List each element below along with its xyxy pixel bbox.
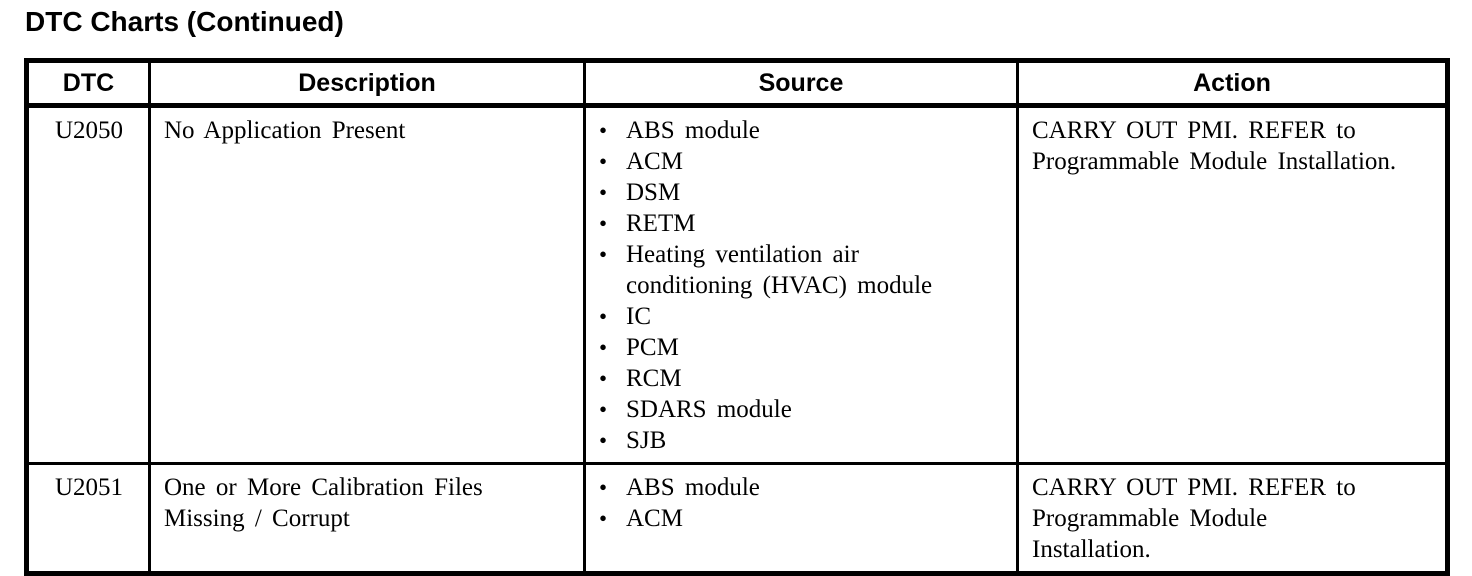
source-list-item: • IC (599, 301, 1004, 332)
dtc-code-cell: U2050 (25, 104, 151, 465)
source-item-line: ABS module (626, 474, 760, 501)
table-row-u2051: U2051 One or More Calibration Files Miss… (25, 462, 1449, 575)
source-list-item: • PCM (599, 332, 1004, 363)
source-item-label: ACM (626, 146, 1004, 177)
source-item-label: RETM (626, 208, 1004, 239)
source-item-label: IC (626, 301, 1004, 332)
dtc-code-cell: U2051 (25, 462, 151, 575)
source-item-line: RCM (626, 365, 682, 392)
source-cell: • ABS module • ACM • DSM (583, 104, 1019, 465)
column-header-action: Action (1016, 59, 1449, 108)
bullet-icon: • (599, 397, 608, 422)
bullet-icon: • (599, 211, 608, 236)
source-item-line: ACM (626, 148, 683, 175)
source-list-item: • ABS module (599, 472, 1004, 503)
source-item-line: ABS module (626, 117, 760, 144)
source-item-label: DSM (626, 177, 1004, 208)
source-item-line: IC (626, 303, 651, 330)
dtc-code: U2050 (54, 117, 124, 144)
source-list-item: • SJB (599, 425, 1004, 456)
bullet-icon: • (599, 118, 608, 143)
action-cell: CARRY OUT PMI. REFER to Programmable Mod… (1016, 462, 1449, 575)
source-item-label: Heating ventilation air conditioning (HV… (626, 239, 1004, 301)
source-item-label: ABS module (626, 472, 1004, 503)
bullet-icon: • (599, 428, 608, 453)
source-item-label: ACM (626, 503, 1004, 534)
source-list-item: • ABS module (599, 115, 1004, 146)
action-line: CARRY OUT PMI. REFER to (1032, 117, 1356, 144)
source-item-line: RETM (626, 210, 696, 237)
bullet-icon: • (599, 335, 608, 360)
description-text: No Application Present (164, 117, 406, 144)
bullet-icon: • (599, 149, 608, 174)
dtc-code: U2051 (54, 474, 124, 501)
description-cell: No Application Present (148, 104, 586, 465)
column-header-source: Source (583, 59, 1019, 108)
bullet-icon: • (599, 304, 608, 329)
source-item-label: SJB (626, 425, 1004, 456)
source-item-label: SDARS module (626, 394, 1004, 425)
source-list-item: • Heating ventilation air conditioning (… (599, 239, 1004, 301)
description-text: One or More Calibration Files (164, 474, 483, 501)
column-header-dtc: DTC (25, 59, 151, 108)
source-item-label: RCM (626, 363, 1004, 394)
page-title: DTC Charts (Continued) (25, 6, 344, 37)
source-item-line: PCM (626, 334, 679, 361)
header-row: DTC Description Source Action (25, 59, 1449, 108)
source-list-item: • SDARS module (599, 394, 1004, 425)
source-list-item: • ACM (599, 503, 1004, 534)
bullet-icon: • (599, 475, 608, 500)
description-cell: One or More Calibration Files Missing / … (148, 462, 586, 575)
source-item-line: SDARS module (626, 396, 792, 423)
source-cell: • ABS module • ACM (583, 462, 1019, 575)
source-list-item: • RETM (599, 208, 1004, 239)
bullet-icon: • (599, 506, 608, 531)
source-list-item: • ACM (599, 146, 1004, 177)
bullet-icon: • (599, 366, 608, 391)
source-item-line: conditioning (HVAC) module (626, 272, 933, 299)
source-item-line: ACM (626, 505, 683, 532)
column-header-description: Description (148, 59, 586, 108)
source-item-label: ABS module (626, 115, 1004, 146)
source-item-label: PCM (626, 332, 1004, 363)
bullet-icon: • (599, 180, 608, 205)
table-row-u2050: U2050 No Application Present • ABS modul… (25, 104, 1449, 465)
action-cell: CARRY OUT PMI. REFER to Programmable Mod… (1016, 104, 1449, 465)
source-list-item: • RCM (599, 363, 1004, 394)
action-line: Programmable Module Installation. (1032, 148, 1397, 175)
source-item-line: DSM (626, 179, 681, 206)
action-line: Programmable Module (1032, 505, 1268, 532)
action-line: Installation. (1032, 536, 1151, 563)
source-item-line: SJB (626, 427, 667, 454)
description-text: Missing / Corrupt (164, 505, 350, 532)
action-line: CARRY OUT PMI. REFER to (1032, 474, 1356, 501)
bullet-icon: • (599, 242, 608, 267)
dtc-table: DTC Description Source Action U2050 No A… (24, 58, 1450, 576)
source-list-item: • DSM (599, 177, 1004, 208)
source-item-line: Heating ventilation air (626, 241, 859, 268)
